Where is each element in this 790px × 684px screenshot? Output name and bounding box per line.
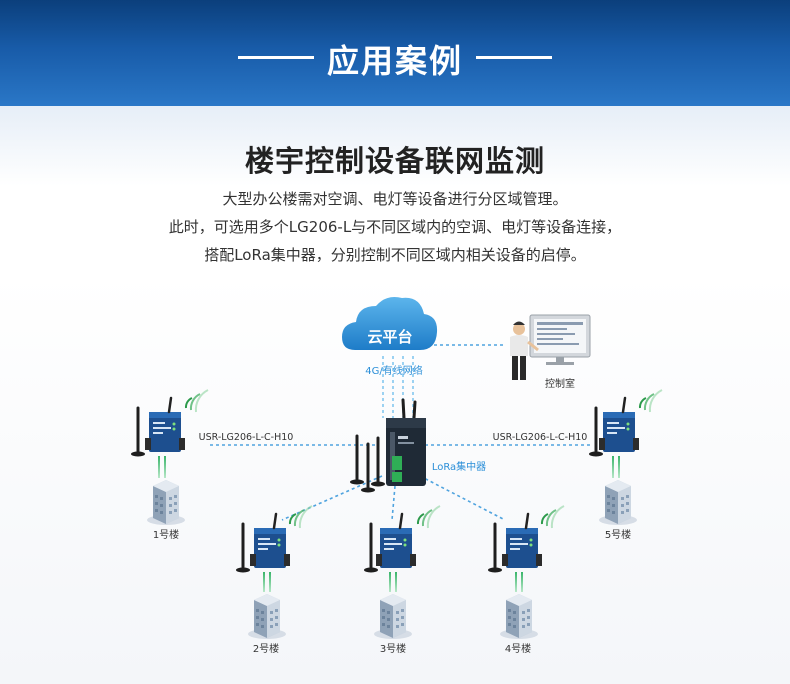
- description-line-1: 大型办公楼需对空调、电灯等设备进行分区域管理。: [222, 190, 568, 208]
- page-title: 楼宇控制设备联网监测: [244, 144, 545, 178]
- lg206-node-3: [362, 505, 441, 592]
- building-label-4: 4号楼: [505, 642, 531, 655]
- building-4-icon: [500, 594, 538, 639]
- description-line-2: 此时，可选用多个LG206-L与不同区域内的空调、电灯等设备连接，: [168, 218, 622, 236]
- building-3-icon: [374, 594, 412, 639]
- lg206-node-1: [129, 389, 209, 478]
- banner-line-left: [238, 56, 314, 59]
- cloud-icon: [342, 297, 438, 350]
- network-label: 4G/有线网络: [365, 364, 422, 377]
- concentrator-label: LoRa集中器: [432, 460, 486, 473]
- building-5-icon: [599, 480, 637, 525]
- device-model-label-right: USR-LG206-L-C-H10: [493, 432, 588, 443]
- building-label-1: 1号楼: [153, 528, 179, 541]
- device-model-label-left: USR-LG206-L-C-H10: [199, 432, 294, 443]
- header-banner: 应用案例: [0, 0, 790, 106]
- description-line-3: 搭配LoRa集中器，分别控制不同区域内相关设备的启停。: [204, 246, 586, 264]
- control-room-label: 控制室: [545, 377, 575, 390]
- cloud-label: 云平台: [367, 328, 412, 346]
- building-label-5: 5号楼: [605, 528, 631, 541]
- banner-fade: [0, 106, 790, 186]
- control-room-icon: [510, 314, 591, 380]
- lora-concentrator-icon: [348, 398, 426, 494]
- lg206-node-4: [486, 505, 565, 592]
- lg206-node-2: [234, 505, 313, 592]
- building-2-icon: [248, 594, 286, 639]
- banner-line-right: [476, 56, 552, 59]
- uplink-streams: [382, 356, 414, 418]
- lg206-node-5: [587, 389, 663, 478]
- banner-title: 应用案例: [326, 42, 463, 80]
- building-label-3: 3号楼: [380, 642, 406, 655]
- building-label-2: 2号楼: [253, 642, 279, 655]
- building-1-icon: [147, 480, 185, 525]
